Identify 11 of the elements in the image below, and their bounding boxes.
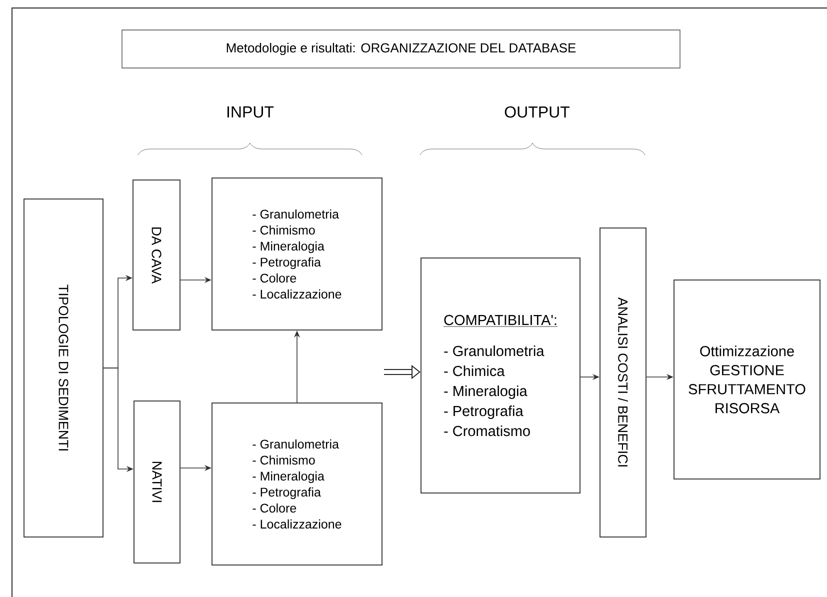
- result-box: Ottimizzazione GESTIONE SFRUTTAMENTO RISORSA: [674, 280, 820, 480]
- title-box: Metodologie e risultati: ORGANIZZAZIONE DEL DATABASE: [122, 30, 680, 68]
- section-label: INPUT: [227, 106, 274, 118]
- list-box: COMPATIBILITA': - Granulometria - Chimica - Mineralogia - Petrografia - Cromatismo: [420, 258, 580, 494]
- category-box: DA CAVA: [132, 180, 180, 330]
- category-box: NATIVI: [134, 400, 180, 564]
- list-box: - Granulometria - Chimismo - Mineralogia - Petrografia - Colore - Localizzazione: [212, 178, 382, 330]
- section-label: OUTPUT: [504, 106, 570, 118]
- category-box: TIPOLOGIE DI SEDIMENTI: [24, 198, 104, 538]
- process-box: ANALISI COSTI / BENEFICI: [600, 228, 646, 538]
- list-box: - Granulometria - Chimismo - Mineralogia - Petrografia - Colore - Localizzazione: [212, 402, 382, 566]
